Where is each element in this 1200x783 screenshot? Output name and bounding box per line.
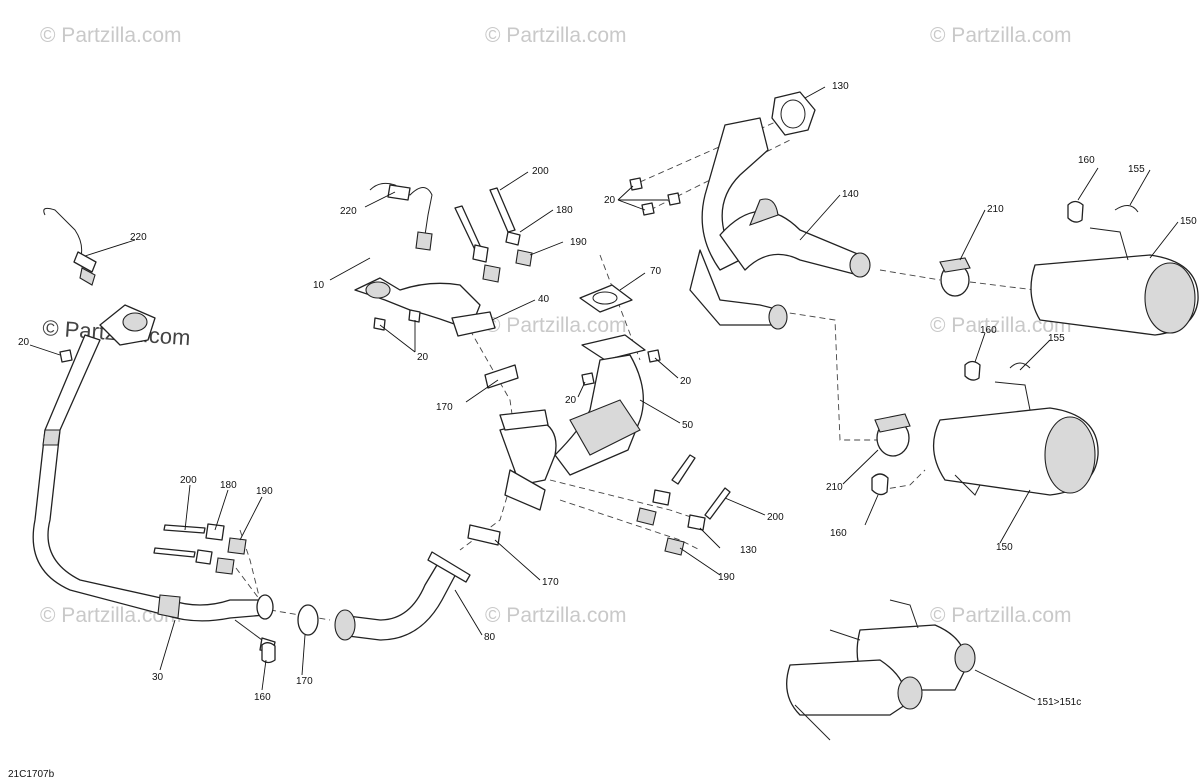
muffler-150-upper: [1030, 200, 1199, 336]
catalytic-converter-50: [499, 334, 646, 511]
callout-190: 190: [256, 486, 273, 497]
callout-20: 20: [604, 195, 616, 206]
callout-180: 180: [220, 480, 237, 491]
front-pipe-left: [32, 304, 276, 653]
muffler-assembly-151: [786, 599, 976, 741]
callout-150: 150: [996, 542, 1013, 553]
callout-30: 30: [152, 672, 164, 683]
muffler-150-lower: [871, 360, 1099, 496]
watermark: © Partzilla.com: [485, 314, 627, 337]
flange-gasket-130: [771, 91, 816, 136]
nut-20: [629, 177, 643, 191]
callout-10: 10: [313, 280, 325, 291]
callout-20: 20: [18, 337, 30, 348]
callout-200: 200: [532, 166, 549, 177]
callout-80: 80: [484, 632, 496, 643]
callout-210: 210: [987, 204, 1004, 215]
gasket-170-upper: [484, 364, 519, 389]
nut-20: [581, 372, 595, 386]
callout-160: 160: [980, 325, 997, 336]
callout-151: 151>151c: [1037, 697, 1081, 708]
exhaust-manifold-40: [354, 277, 496, 337]
watermark-group: © Partzilla.com © Partzilla.com © Partzi…: [40, 24, 1072, 627]
callout-70: 70: [650, 266, 662, 277]
callout-190: 190: [718, 572, 735, 583]
gasket-170-bottom: [297, 604, 319, 636]
oxygen-sensor-left: [43, 207, 97, 286]
spring-bolt-set-upper: [454, 187, 533, 283]
gasket-70: [579, 284, 633, 313]
callout-160: 160: [1078, 155, 1095, 166]
callout-50: 50: [682, 420, 694, 431]
nut-20: [59, 349, 73, 363]
callouts: 130 20 140 160 155 210 150 200 180 190 2…: [18, 81, 1197, 708]
callout-190: 190: [570, 237, 587, 248]
callout-160: 160: [254, 692, 271, 703]
callout-180: 130: [740, 545, 757, 556]
diagram-reference: 21C1707b: [8, 769, 55, 780]
watermark: © Partzilla.com: [930, 314, 1072, 337]
callout-200: 200: [767, 512, 784, 523]
callout-220: 220: [130, 232, 147, 243]
callout-20: 20: [417, 352, 429, 363]
callout-155: 155: [1048, 333, 1065, 344]
watermark: © Partzilla.com: [40, 24, 182, 47]
nut-20: [667, 192, 681, 206]
callout-160: 160: [830, 528, 847, 539]
gasket-170-middle: [467, 524, 501, 546]
clamp-210-lower: [874, 413, 911, 457]
watermark: © Partzilla.com: [485, 604, 627, 627]
y-pipe-140: [689, 117, 871, 330]
spring-bolt-set-left: [153, 523, 247, 575]
callout-20: 20: [565, 395, 577, 406]
callout-200: 200: [180, 475, 197, 486]
nut-20: [641, 202, 655, 216]
nut-160-bottom: [261, 642, 276, 664]
callout-170: 170: [542, 577, 559, 588]
callout-210: 210: [826, 482, 843, 493]
mid-pipe-80: [334, 551, 471, 641]
spring-bolt-set-right: [636, 454, 731, 556]
callout-20: 20: [680, 376, 692, 387]
leader-lines: [29, 86, 1179, 701]
callout-170: 170: [436, 402, 453, 413]
nut-20: [647, 349, 661, 363]
clamp-210-upper: [939, 257, 971, 297]
watermark: © Partzilla.com: [930, 24, 1072, 47]
callout-150: 150: [1180, 216, 1197, 227]
oxygen-sensor-upper: [369, 182, 433, 251]
callout-130: 130: [832, 81, 849, 92]
watermark: © Partzilla.com: [930, 604, 1072, 627]
callout-170: 170: [296, 676, 313, 687]
callout-155: 155: [1128, 164, 1145, 175]
callout-40: 40: [538, 294, 550, 305]
callout-180: 180: [556, 205, 573, 216]
callout-140: 140: [842, 189, 859, 200]
callout-220: 220: [340, 206, 357, 217]
watermark: © Partzilla.com: [485, 24, 627, 47]
